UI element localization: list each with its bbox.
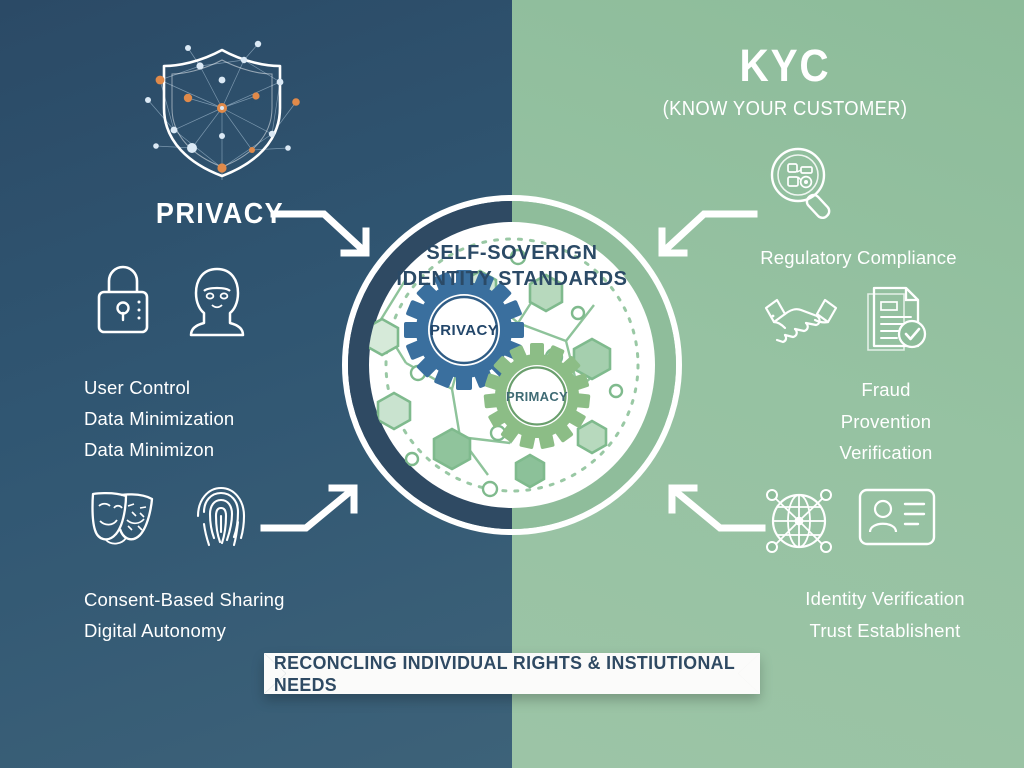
globe-network-icon bbox=[762, 485, 836, 557]
list-item: Data Minimization bbox=[84, 408, 235, 429]
arrow-up-left-icon bbox=[656, 478, 766, 538]
center-title-line-2: IDENTITY STANDARDS bbox=[396, 268, 627, 290]
handshake-icon bbox=[762, 292, 840, 352]
id-card-icon bbox=[858, 487, 936, 547]
center-hub: PRIVACY bbox=[340, 193, 684, 537]
arrow-down-right-icon bbox=[270, 205, 380, 265]
list-item: Identity Verification bbox=[805, 588, 965, 609]
kyc-feature-list-2: Fraud Provention Verification bbox=[756, 374, 1016, 469]
list-item: Provention bbox=[840, 410, 932, 432]
kyc-feature-list-1: Regulatory Compliance bbox=[716, 242, 1001, 274]
hexagon-network-gears-icon: PRIVACY bbox=[368, 248, 624, 498]
banner-shape bbox=[264, 653, 760, 694]
padlock-icon bbox=[92, 262, 154, 336]
kyc-feature-list-3: Identity Verification Trust Establishent bbox=[740, 583, 1024, 646]
list-item: Consent-Based Sharing bbox=[84, 589, 285, 610]
privacy-title: PRIVACY bbox=[155, 198, 285, 230]
kyc-title: KYC bbox=[739, 40, 831, 91]
center-title-line-1: SELF-SOVERIGN bbox=[426, 242, 597, 264]
theater-masks-icon bbox=[88, 488, 158, 550]
privacy-feature-list-2: Consent-Based Sharing Digital Autonomy bbox=[84, 584, 285, 646]
arrow-down-left-icon bbox=[648, 205, 758, 265]
shield-network-icon bbox=[140, 38, 304, 184]
list-item: Trust Establishent bbox=[809, 619, 961, 641]
list-item: Data Minimizon bbox=[84, 439, 215, 460]
gear-blue-label: PRIVACY bbox=[430, 322, 498, 339]
fingerprint-icon bbox=[192, 484, 250, 552]
list-item: Regulatory Compliance bbox=[760, 247, 957, 268]
list-item: Verification bbox=[839, 442, 933, 463]
list-item: Fraud bbox=[861, 379, 911, 400]
magnifier-document-icon bbox=[765, 144, 841, 220]
privacy-feature-list-1: User Control Data Minimization Data Mini… bbox=[84, 372, 234, 465]
person-hooded-icon bbox=[186, 265, 248, 337]
kyc-subtitle: (KNOW YOUR CUSTOMER) bbox=[662, 98, 908, 120]
list-item: Digital Autonomy bbox=[84, 620, 227, 641]
list-item: User Control bbox=[84, 377, 191, 398]
arrow-up-right-icon bbox=[260, 478, 370, 538]
gear-green-label: PRIMACY bbox=[506, 389, 568, 404]
document-check-icon bbox=[864, 284, 930, 356]
